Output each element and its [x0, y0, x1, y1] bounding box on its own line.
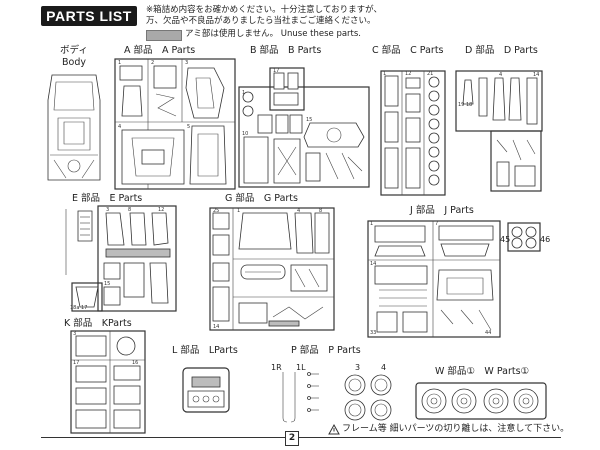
svg-text:14: 14: [533, 72, 539, 78]
footer-caution: フレーム等 細いパーツの切り離しは、注意して下さい。: [342, 424, 570, 434]
svg-text:4: 4: [297, 208, 300, 214]
l-parts-label: L 部品 LParts: [172, 345, 238, 356]
svg-text:25: 25: [213, 208, 219, 214]
d-parts-sprue: 19 18 4 14: [455, 70, 543, 192]
svg-text:44: 44: [485, 330, 491, 336]
svg-text:12: 12: [405, 71, 411, 77]
svg-text:1: 1: [237, 208, 240, 214]
d-parts-label: D 部品 D Parts: [465, 45, 538, 56]
svg-text:1: 1: [118, 60, 121, 66]
svg-text:17: 17: [273, 68, 279, 74]
b-parts-label: B 部品 B Parts: [250, 45, 322, 56]
e-parts-label: E 部品 E Parts: [72, 193, 143, 204]
g-parts-label: G 部品 G Parts: [225, 193, 298, 204]
a-parts-sprue: 1 2 3 4 5: [114, 58, 236, 190]
p-parts-label: P 部品 P Parts: [291, 345, 361, 356]
parts-list-title: PARTS LIST: [41, 6, 137, 26]
c-parts-sprue: 1 12 21: [380, 70, 446, 196]
svg-text:21: 21: [427, 71, 433, 77]
svg-text:18a 17: 18a 17: [70, 305, 87, 311]
caution-icon: [328, 423, 340, 435]
svg-text:1: 1: [242, 90, 245, 96]
svg-text:7: 7: [435, 221, 438, 227]
w-parts-sprue: [415, 382, 547, 420]
svg-text:5: 5: [187, 124, 190, 130]
a-parts-label: A 部品 A Parts: [124, 45, 196, 56]
body-label-en: Body: [62, 57, 86, 68]
j-side-label-46: 46: [540, 235, 551, 244]
w-parts-label: W 部品① W Parts①: [435, 366, 530, 377]
c-parts-label: C 部品 C Parts: [372, 45, 444, 56]
page-number: 2: [285, 431, 299, 446]
p-ring-label-3: 3: [355, 363, 361, 372]
p-wire-left-label: 1R: [271, 363, 282, 372]
svg-text:12: 12: [158, 207, 164, 213]
svg-text:4: 4: [118, 124, 121, 130]
svg-text:14: 14: [213, 324, 219, 330]
svg-text:8: 8: [319, 208, 322, 214]
bottom-rule: [41, 437, 561, 438]
body-label-jp: ボディ: [60, 45, 88, 56]
svg-text:14: 14: [370, 261, 376, 267]
note-line-2: 万、欠品や不良品がありましたら当社まごご連絡ください。: [146, 16, 376, 26]
e-parts-sprue: 18a 17 3 8 12 15: [65, 205, 177, 312]
body-drawing: [47, 74, 101, 181]
p-wire-right-label: 1L: [296, 363, 306, 372]
k-parts-sprue: 3 17 16: [70, 330, 146, 434]
j-parts-label: J 部品 J Parts: [410, 205, 474, 216]
j-side-label-45: 45: [500, 235, 511, 244]
svg-text:15: 15: [104, 281, 110, 287]
p-parts-rings: [344, 374, 392, 421]
svg-text:15: 15: [306, 117, 312, 123]
unused-parts-legend: アミ部は使用しません。 Unuse these parts.: [185, 29, 362, 39]
svg-text:16: 16: [132, 360, 138, 366]
unused-parts-swatch: [146, 30, 182, 41]
b-parts-sprue: 1 17 15 10: [238, 67, 370, 188]
svg-text:33: 33: [370, 330, 376, 336]
svg-text:3: 3: [185, 60, 188, 66]
l-parts-sprue: [182, 367, 230, 413]
svg-text:17: 17: [73, 360, 79, 366]
svg-text:3: 3: [73, 331, 76, 337]
svg-text:10: 10: [242, 131, 248, 137]
svg-text:2: 2: [151, 60, 154, 66]
svg-text:4: 4: [499, 72, 502, 78]
svg-text:19 18: 19 18: [458, 102, 472, 108]
note-line-1: ※箱詰め内容をお確かめください。十分注意しておりますが、: [146, 5, 382, 15]
p-ring-label-4: 4: [381, 363, 387, 372]
svg-text:3: 3: [106, 207, 109, 213]
svg-text:8: 8: [128, 207, 131, 213]
svg-text:1: 1: [370, 221, 373, 227]
p-parts-wires: [282, 372, 319, 423]
k-parts-label: K 部品 KParts: [64, 318, 132, 329]
svg-text:1: 1: [383, 71, 386, 77]
j-side-sprue: [507, 222, 541, 252]
j-parts-sprue: 1 7 14 33 44: [367, 220, 501, 338]
